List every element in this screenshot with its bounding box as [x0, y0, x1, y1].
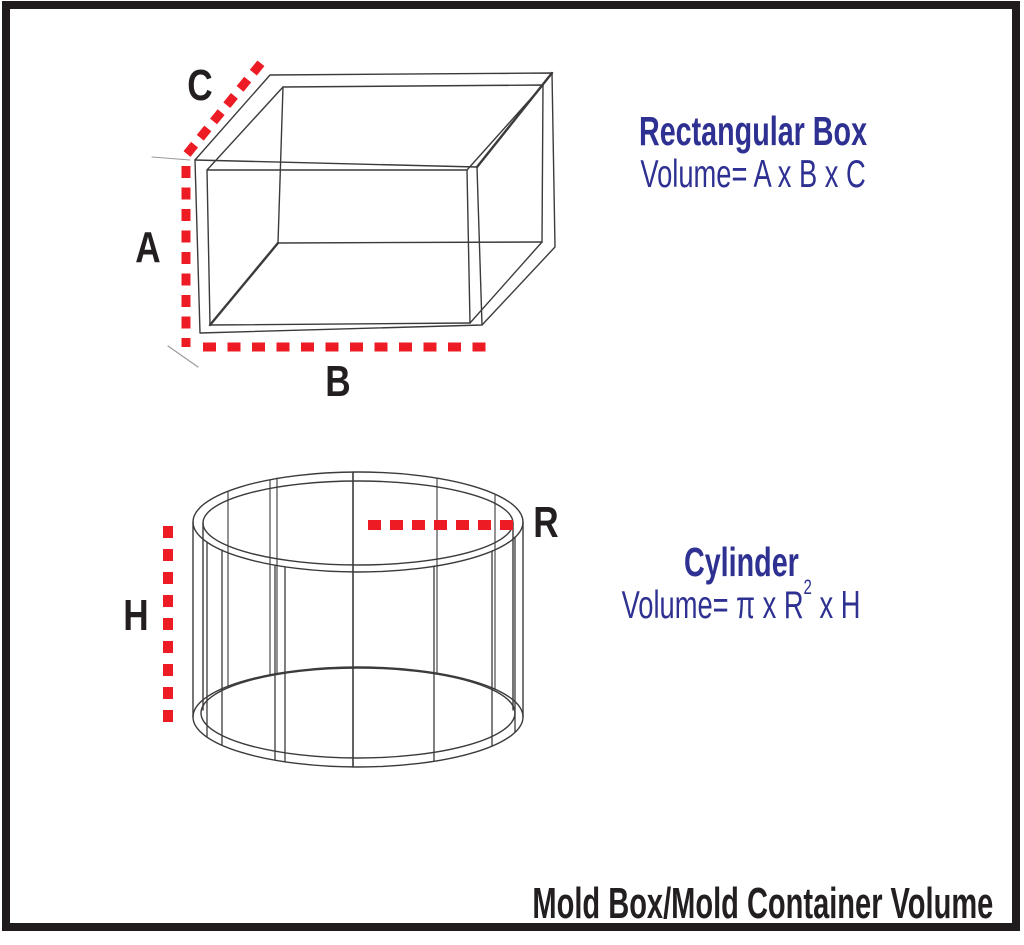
box-outer-top-rim: [194, 72, 553, 168]
cylinder-dim-label-R: R: [533, 498, 559, 547]
box-outer-right-face: [481, 72, 556, 326]
cylinder-dim-label-H: H: [123, 591, 149, 640]
cylinder-text-block: Cylinder Volume= π x R2 x H: [570, 539, 911, 628]
box-inner-bottom-front: [209, 322, 471, 326]
rectangular-box-formula: Volume= A x B x C: [640, 153, 866, 197]
page-caption: Mold Box/Mold Container Volume: [532, 879, 993, 928]
box-inner-bottom-right: [469, 241, 543, 324]
squared-superscript: 2: [803, 575, 812, 600]
box-inner-edge: [277, 86, 284, 244]
box-dim-label-B: B: [325, 357, 351, 406]
box-inner-edge: [466, 169, 471, 324]
box-dim-label-A: A: [135, 223, 161, 272]
box-dimension-lines: [181, 59, 489, 352]
cylinder-dimension-lines: [163, 520, 521, 722]
cylinder-formula: Volume= π x R2 x H: [621, 575, 861, 628]
cylinder-bottom-inner-ellipse: [200, 667, 516, 759]
rectangular-box-figure: [151, 71, 556, 368]
rectangular-box-title: Rectangular Box: [638, 108, 868, 154]
box-inner-edge: [541, 84, 544, 243]
corner-tick: [167, 345, 199, 368]
box-inner-bottom-back: [277, 241, 543, 244]
box-inner-edge: [206, 169, 211, 326]
rectangular-box-text-block: Rectangular Box Volume= A x B x C: [590, 108, 916, 197]
cylinder-top-outer-ellipse: [192, 471, 524, 573]
box-dim-label-C: C: [187, 61, 213, 110]
box-inner-top-rim: [206, 84, 544, 171]
box-inner-bottom-left-bold: [208, 241, 280, 327]
cylinder-figure: [192, 471, 524, 768]
box-outer-front-face: [194, 159, 483, 334]
corner-tick: [151, 156, 191, 161]
page-border-frame: [2, 1, 1020, 931]
cylinder-title: Cylinder: [683, 539, 799, 585]
